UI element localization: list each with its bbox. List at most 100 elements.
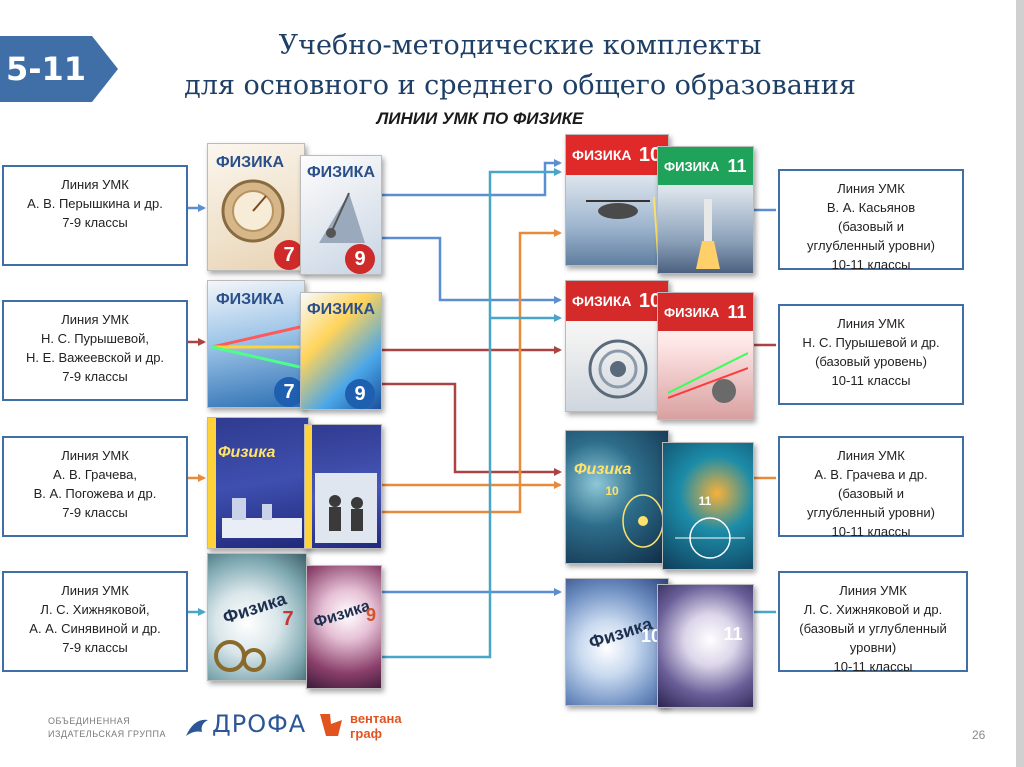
left-box-khizhnyakova: Линия УМК Л. С. Хижняковой, А. А. Синяви… — [2, 571, 188, 672]
left-box-peryshkin: Линия УМК А. В. Перышкина и др. 7-9 клас… — [2, 165, 188, 266]
box-line: Н. С. Пурышевой, — [40, 331, 150, 346]
cover-title: ФИЗИКА — [216, 154, 284, 171]
box-line: А. В. Перышкина и др. — [27, 196, 163, 211]
cover-title: Физика — [574, 461, 632, 478]
cover-title: ФИЗИКА — [664, 159, 720, 174]
compass-illustration — [221, 179, 285, 243]
box-line: Л. С. Хижняковой, — [40, 602, 150, 617]
grade-number: 7 — [274, 377, 304, 407]
grade-number: 10 — [640, 626, 662, 646]
grade-number: 11 — [727, 156, 747, 176]
page-title-line2: для основного и среднего общего образова… — [184, 70, 856, 101]
box-line: (базовый уровень) — [815, 354, 927, 369]
box-line: Линия УМК — [61, 177, 129, 192]
box-line: (базовый и углубленный — [799, 621, 947, 636]
grade-number: 11 — [698, 494, 712, 508]
laser-illustration — [668, 352, 748, 403]
grade-badge — [0, 36, 118, 102]
grade-number: 10 — [605, 484, 619, 498]
left-box-grachev: Линия УМК А. В. Грачева, В. А. Погожева … — [2, 436, 188, 537]
drofa-logo-icon — [186, 719, 208, 736]
cover-header-band — [658, 147, 753, 185]
grade-number: 7 — [274, 240, 304, 270]
ventana-logo-text: вентана граф — [350, 711, 402, 741]
right-box-purysheva: Линия УМК Н. С. Пурышевой и др. (базовый… — [778, 304, 964, 405]
box-line: (базовый и — [838, 486, 904, 501]
cover-spine-stripe — [305, 425, 312, 548]
helicopter-illustration — [586, 196, 659, 256]
grade-number: 9 — [345, 379, 375, 409]
box-line: углубленный уровни) — [807, 238, 935, 253]
left-box-purysheva: Линия УМК Н. С. Пурышевой, Н. Е. Важеевс… — [2, 300, 188, 401]
drofa-logo-text: ДРОФА — [212, 710, 307, 738]
grade-number: 10 — [638, 144, 662, 166]
cover-title: ФИЗИКА — [664, 305, 720, 320]
box-line: 10-11 классы — [831, 373, 911, 388]
box-line: 10-11 классы — [833, 659, 913, 674]
box-line: Линия УМК — [837, 316, 905, 331]
grade-badge-label: 5-11 — [5, 50, 87, 88]
cover-purysheva-11: ФИЗИКА 11 — [657, 292, 754, 420]
arrow-peryshkin-purysheva — [382, 236, 562, 304]
box-line: Линия УМК — [61, 448, 129, 463]
cover-grachev-7: Физика — [207, 417, 309, 549]
arrow-khizhnyakova-kasyanov — [382, 168, 562, 659]
cover-title: ФИЗИКА — [307, 301, 375, 318]
circuit-illustration — [675, 517, 745, 559]
box-line: Линия УМК — [839, 583, 907, 598]
gears-illustration — [214, 640, 266, 672]
box-line: 7-9 классы — [62, 215, 128, 230]
box-line: В. А. Погожева и др. — [33, 486, 157, 501]
box-line: (базовый и — [838, 219, 904, 234]
cover-title: ФИЗИКА — [216, 291, 284, 308]
cover-kasyanov-10: ФИЗИКА 10 — [565, 134, 669, 266]
ventana-logo-icon — [320, 714, 342, 736]
box-line: Линия УМК — [61, 312, 129, 327]
cover-khizhnyakova-11: 11 — [657, 584, 754, 708]
cover-purysheva-10: ФИЗИКА 10 — [565, 280, 669, 412]
prism-illustration — [212, 325, 300, 369]
spiral-illustration — [588, 339, 648, 399]
box-line: 10-11 классы — [831, 257, 911, 272]
right-box-grachev: Линия УМК А. В. Грачева и др. (базовый и… — [778, 436, 964, 539]
box-line: Н. С. Пурышевой и др. — [802, 335, 940, 350]
ventana-line1: вентана — [350, 711, 402, 726]
cover-title: ФИЗИКА — [572, 293, 632, 309]
box-line: Линия УМК — [837, 448, 905, 463]
box-line: А. В. Грачева и др. — [814, 467, 928, 482]
cover-title: Физика — [218, 444, 276, 461]
publisher-group-label: ОБЪЕДИНЕННАЯ ИЗДАТЕЛЬСКАЯ ГРУППА — [48, 715, 166, 741]
arrow-purysheva-grachev — [382, 382, 562, 476]
cover-grachev-8 — [304, 424, 382, 549]
page-title-line1: Учебно-методические комплекты — [278, 30, 762, 61]
cover-purysheva-7: ФИЗИКА 7 — [207, 280, 305, 408]
box-line: Л. С. Хижняковой и др. — [803, 602, 943, 617]
lab-illustration — [222, 498, 302, 538]
cover-header-band — [566, 135, 668, 175]
publisher-group-line1: ОБЪЕДИНЕННАЯ — [48, 716, 131, 726]
box-line: А. А. Синявиной и др. — [29, 621, 161, 636]
box-line: 10-11 классы — [831, 524, 911, 539]
box-line: Линия УМК — [61, 583, 129, 598]
cover-header-band — [566, 281, 668, 321]
right-box-khizhnyakova: Линия УМК Л. С. Хижняковой и др. (базовы… — [778, 571, 968, 674]
box-line: В. А. Касьянов — [826, 200, 916, 215]
cover-peryshkin-7: ФИЗИКА 7 — [207, 143, 305, 271]
box-line: Н. Е. Важеевской и др. — [25, 350, 165, 365]
cover-grachev-11: 11 — [662, 442, 754, 570]
arrow-grachev-kasyanov — [382, 229, 562, 514]
cover-khizhnyakova-9: Физика 9 — [306, 565, 382, 689]
page-subtitle: ЛИНИИ УМК ПО ФИЗИКЕ — [376, 109, 584, 128]
grade-number: 11 — [727, 302, 747, 322]
grade-number: 9 — [365, 605, 376, 625]
cover-title: ФИЗИКА — [572, 147, 632, 163]
ventana-line2: граф — [350, 726, 382, 741]
cover-peryshkin-9: ФИЗИКА 9 — [300, 155, 382, 275]
winter-scene-illustration — [315, 473, 377, 543]
publisher-group-line2: ИЗДАТЕЛЬСКАЯ ГРУППА — [48, 729, 166, 739]
cover-khizhnyakova-10: Физика 10 — [565, 578, 669, 706]
grade-number: 9 — [345, 244, 375, 274]
grade-number: 10 — [638, 290, 662, 312]
